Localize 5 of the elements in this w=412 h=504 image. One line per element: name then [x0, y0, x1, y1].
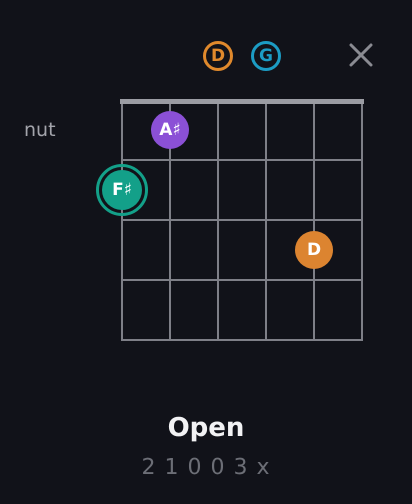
open-string-marker: D — [203, 41, 233, 71]
chord-title: Open — [166, 412, 246, 445]
open-string-marker: G — [251, 41, 281, 71]
nut-label: nut — [24, 118, 56, 142]
fingering-caption: 2 1 0 0 3 x — [140, 454, 272, 482]
